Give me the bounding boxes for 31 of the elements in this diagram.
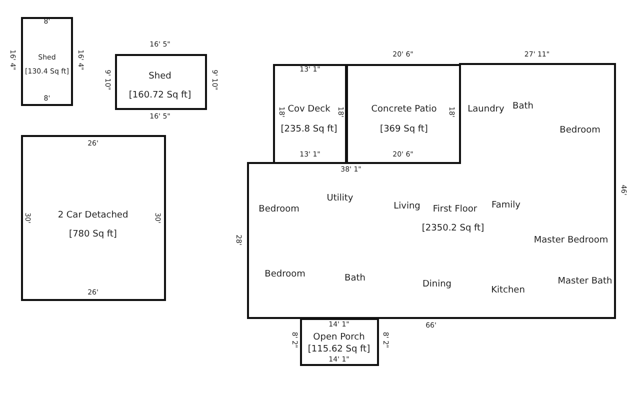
room-label: Master Bath (558, 278, 612, 286)
room-name: 2 Car Detached (58, 212, 128, 220)
room-outline (273, 64, 347, 164)
room-outline (346, 64, 461, 164)
room-label: Family (492, 202, 520, 210)
area-text: [115.62 Sq ft] (308, 346, 370, 354)
room-outline (21, 17, 73, 106)
room-outline (21, 135, 166, 301)
room-name: Cov Deck (288, 106, 330, 114)
room-name: Shed (148, 72, 172, 82)
room-name: First Floor (432, 206, 478, 214)
room-label: Bedroom (258, 206, 300, 214)
area-text: [235.8 Sq ft] (280, 126, 338, 134)
room-name: Concrete Patio (371, 106, 437, 114)
room-label: Bath (512, 102, 534, 112)
room-label: Living (394, 202, 420, 212)
room-name: Open Porch (313, 334, 365, 342)
room-label: Dining (422, 280, 452, 290)
room-outline (115, 54, 207, 110)
area-text: [2350.2 Sq ft] (422, 224, 484, 234)
area-text: [780 Sq ft] (69, 230, 117, 240)
room-outline (300, 318, 379, 366)
room-label: Master Bedroom (534, 236, 608, 246)
room-label: Utility (326, 194, 354, 204)
room-label: Bath (344, 274, 366, 284)
area-text: [369 Sq ft] (380, 126, 428, 134)
room-label: Bedroom (560, 126, 600, 136)
room-label: Laundry (468, 106, 504, 114)
room-label: Kitchen (491, 286, 525, 296)
area-text: [160.72 Sq ft] (128, 92, 192, 100)
room-label: Bedroom (264, 270, 306, 280)
